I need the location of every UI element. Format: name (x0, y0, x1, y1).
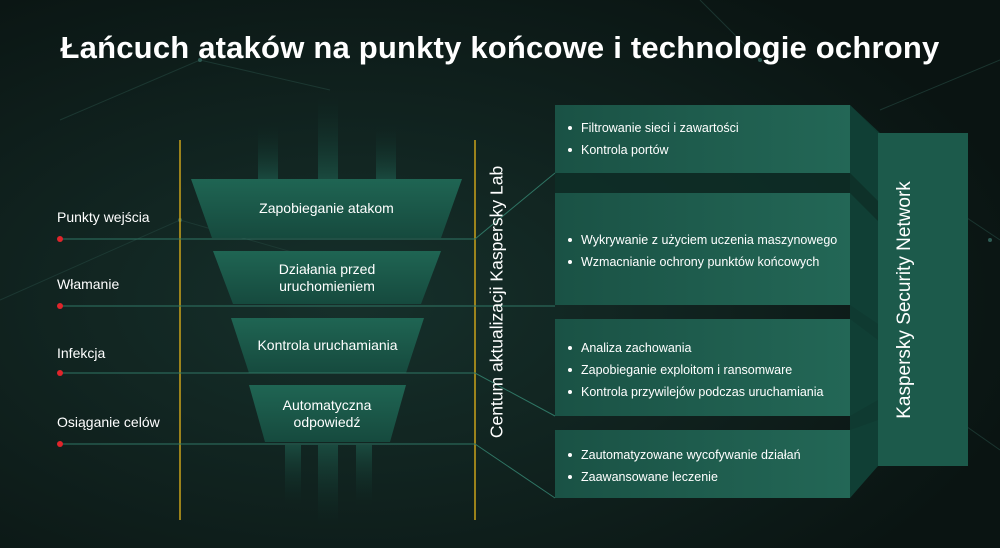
stage-label-intrusion: Włamanie (57, 276, 120, 292)
panel-4 (555, 430, 850, 498)
funnel-block-2 (213, 251, 441, 304)
stage-marker-1 (57, 236, 63, 242)
connector-3 (60, 372, 556, 417)
funnel-block-3 (231, 318, 424, 373)
stage-label-infection: Infekcja (57, 345, 106, 361)
connector-4 (60, 443, 556, 499)
panel-4-bevel (850, 420, 878, 498)
pipe-bottom-3 (356, 445, 372, 505)
panel-2-content: Wykrywanie z użyciem uczenia maszynowego… (568, 229, 837, 273)
panel-1-item: Kontrola portów (568, 139, 739, 161)
stage-marker-4 (57, 441, 63, 447)
stage-label-entry: Punkty wejścia (57, 209, 150, 225)
pipe-top-3 (376, 125, 396, 180)
funnel-label-auto-response: Automatyczna odpowiedź (282, 396, 372, 430)
connector-1 (60, 172, 556, 240)
funnel-label-execution-control: Kontrola uruchamiania (257, 337, 398, 353)
panel-2-item: Wykrywanie z użyciem uczenia maszynowego (568, 229, 837, 251)
panel-3 (555, 319, 850, 416)
pipe-bottom-1 (285, 445, 301, 505)
panel-4-item: Zautomatyzowane wycofywanie działań (568, 444, 801, 466)
panel-2-bevel (850, 193, 878, 324)
panel-1-bevel (850, 105, 878, 201)
panel-2 (555, 193, 850, 305)
panel-1-content: Filtrowanie sieci i zawartości Kontrola … (568, 117, 739, 161)
pipe-top-1 (258, 125, 278, 180)
panel-4-content: Zautomatyzowane wycofywanie działań Zaaw… (568, 444, 801, 488)
funnel-label-pre-execution: Działania przed uruchomieniem (278, 260, 376, 294)
panel-3-bevel (850, 319, 878, 416)
panel-1 (555, 105, 850, 173)
panel-3-item: Zapobieganie exploitom i ransomware (568, 359, 823, 381)
panel-2-item: Wzmacnianie ochrony punktów końcowych (568, 251, 837, 273)
pipe-top-2 (318, 95, 338, 180)
stage-marker-2 (57, 303, 63, 309)
ksn-bar (878, 133, 968, 466)
panel-3-item: Kontrola przywilejów podczas uruchamiani… (568, 381, 823, 403)
stage-marker-3 (57, 370, 63, 376)
stage-label-goals: Osiąganie celów (57, 414, 160, 430)
ksn-label: Kaspersky Security Network (894, 181, 915, 419)
panel-3-item: Analiza zachowania (568, 337, 823, 359)
page-title: Łańcuch ataków na punkty końcowe i techn… (60, 30, 940, 65)
panel-3-content: Analiza zachowania Zapobieganie exploito… (568, 337, 823, 403)
funnel-block-4 (249, 385, 406, 442)
panel-1-item: Filtrowanie sieci i zawartości (568, 117, 739, 139)
update-center-label: Centum aktualizacji Kaspersky Lab (486, 165, 507, 439)
panel-4-item: Zaawansowane leczenie (568, 466, 801, 488)
funnel-label-prevention: Zapobieganie atakom (259, 200, 394, 216)
funnel-block-1 (191, 179, 462, 238)
pipe-bottom-2 (318, 445, 338, 525)
